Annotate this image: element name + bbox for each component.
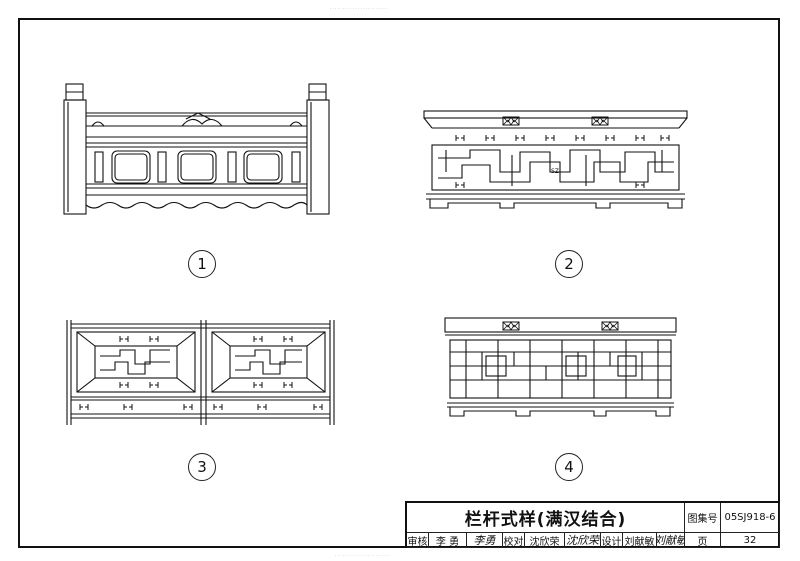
- drawing-frame: [18, 18, 780, 548]
- post-left: [63, 99, 87, 215]
- review-label: 审核: [407, 533, 429, 548]
- designer-signature: 刘献敏: [657, 533, 685, 548]
- check-label: 校对: [503, 533, 525, 548]
- title-block: 栏杆式样(满汉结合) 图集号 05SJ918-6 审核 李 勇 李勇 校对 沈欣…: [405, 501, 780, 548]
- scan-watermark-bottom: · · · · · · · · · · · · · · · · · · · · …: [335, 553, 390, 558]
- reviewer-signature: 李勇: [467, 533, 503, 548]
- atlas-label: 图集号: [685, 503, 721, 533]
- designer-name: 刘献敏: [623, 533, 657, 548]
- railing-1: [63, 83, 330, 215]
- design-label: 设计: [601, 533, 623, 548]
- reviewer-name: 李 勇: [429, 533, 467, 548]
- atlas-number: 05SJ918-6: [721, 503, 780, 533]
- svg-text:SZ: SZ: [551, 168, 559, 175]
- figure-number-3: 3: [188, 453, 216, 481]
- checker-name: 沈欣荣: [525, 533, 565, 548]
- scan-watermark-top: · · · · · · · · · · · · · · · · · · · · …: [330, 6, 388, 11]
- page-number: 32: [721, 533, 780, 548]
- page-label: 页: [685, 533, 721, 548]
- figure-number-1: 1: [188, 250, 216, 278]
- post-right: [306, 99, 330, 215]
- drawing-title: 栏杆式样(满汉结合): [407, 503, 685, 533]
- checker-signature: 沈欣荣: [565, 533, 601, 548]
- figure-number-4: 4: [555, 453, 583, 481]
- railing-4: [444, 317, 677, 417]
- railing-3: [66, 320, 335, 425]
- railing-2: SZ: [423, 110, 688, 209]
- figure-number-2: 2: [555, 250, 583, 278]
